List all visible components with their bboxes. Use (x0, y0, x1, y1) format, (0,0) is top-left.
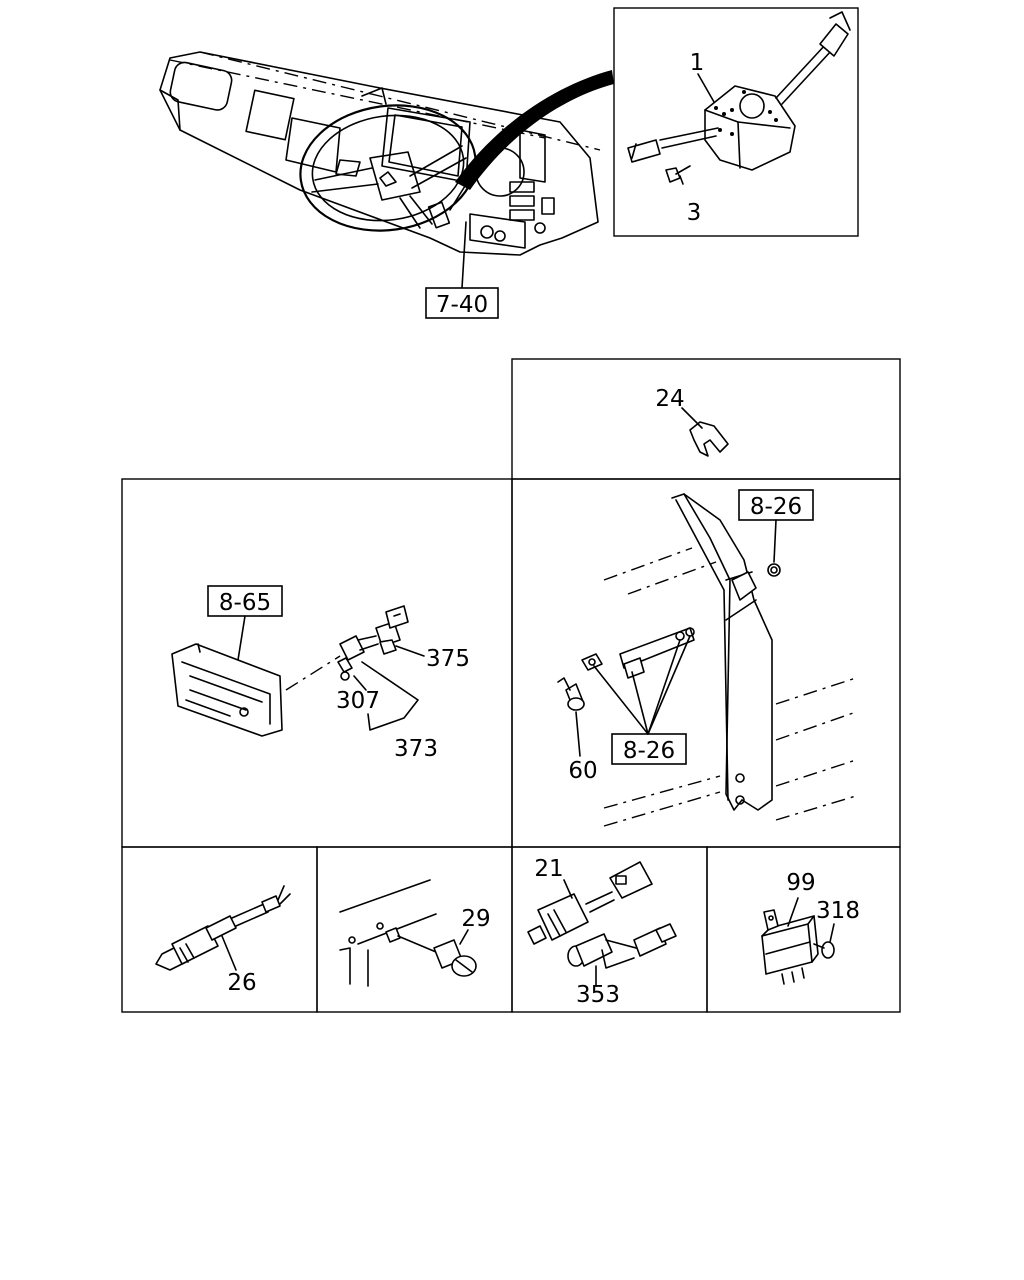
ref-8-26-top: 8-26 (750, 494, 802, 520)
callout-60: 60 (568, 758, 597, 784)
callout-307: 307 (336, 688, 380, 714)
panel-oil-switch: 29 (339, 879, 491, 987)
callout-21: 21 (534, 856, 563, 882)
callout-29: 29 (461, 906, 490, 932)
panel-clip: 24 (655, 386, 729, 457)
callout-318: 318 (816, 898, 860, 924)
callout-99: 99 (786, 870, 815, 896)
callout-1: 1 (690, 50, 705, 76)
dashboard-illustration (159, 51, 614, 289)
callout-373: 373 (394, 736, 438, 762)
callout-353: 353 (576, 982, 620, 1008)
panel-instrument-cluster: 8-65 375 307 373 (171, 585, 470, 762)
callout-7-40: 7-40 (436, 292, 488, 318)
panel-sensor: 26 (155, 885, 291, 996)
callout-24: 24 (655, 386, 684, 412)
callout-375: 375 (426, 646, 470, 672)
panel-relay: 99 318 (761, 870, 860, 985)
ref-box-7-40: 7-40 (425, 287, 499, 319)
inset-combination-switch: 1 3 (613, 7, 859, 237)
panel-frames (121, 358, 901, 1013)
panel-door-switch: 8-26 60 8-26 (557, 489, 857, 827)
ref-8-26-bottom: 8-26 (623, 738, 675, 764)
ref-8-65: 8-65 (219, 590, 271, 616)
callout-26: 26 (227, 970, 256, 996)
panel-pressure-switches: 21 353 (527, 856, 677, 1008)
callout-3: 3 (687, 200, 702, 226)
